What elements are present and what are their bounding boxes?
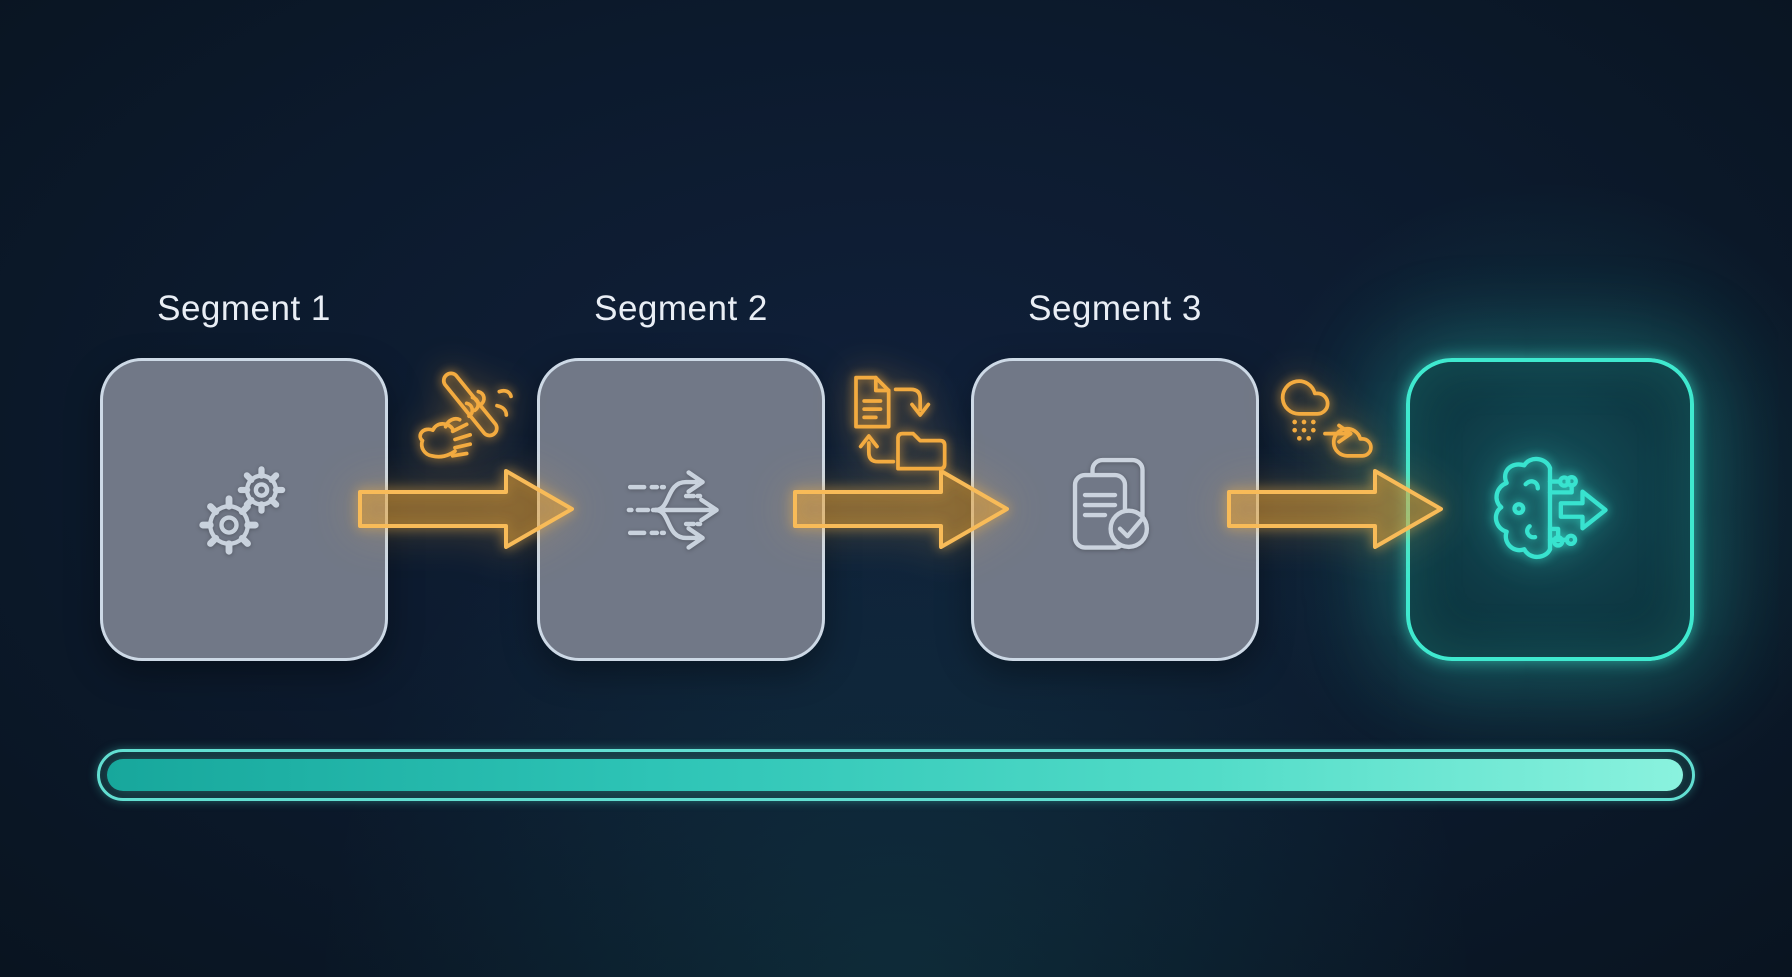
progress-bar-fill — [107, 759, 1684, 791]
handoff-hands-icon — [406, 366, 518, 478]
document-check-icon — [1055, 450, 1175, 570]
stage-3-label: Segment 3 — [1028, 289, 1202, 328]
flow-arrow-2 — [793, 465, 1011, 553]
progress-bar-track — [97, 749, 1695, 801]
pipeline-stage-2 — [537, 358, 825, 661]
flow-arrow-1 — [358, 465, 576, 553]
pipeline-stage-1 — [100, 358, 388, 661]
stage-1-label: Segment 1 — [157, 289, 331, 328]
split-arrows-icon — [620, 449, 742, 571]
file-to-folder-transfer-icon — [842, 366, 954, 478]
gears-icon — [184, 450, 304, 570]
pipeline-stage-3 — [971, 358, 1259, 661]
brain-circuit-icon — [1485, 445, 1615, 575]
pipeline-stage-4 — [1406, 358, 1694, 661]
cloud-to-cloud-transfer-icon — [1276, 366, 1388, 478]
flow-arrow-3 — [1227, 465, 1445, 553]
stage-2-label: Segment 2 — [594, 289, 768, 328]
